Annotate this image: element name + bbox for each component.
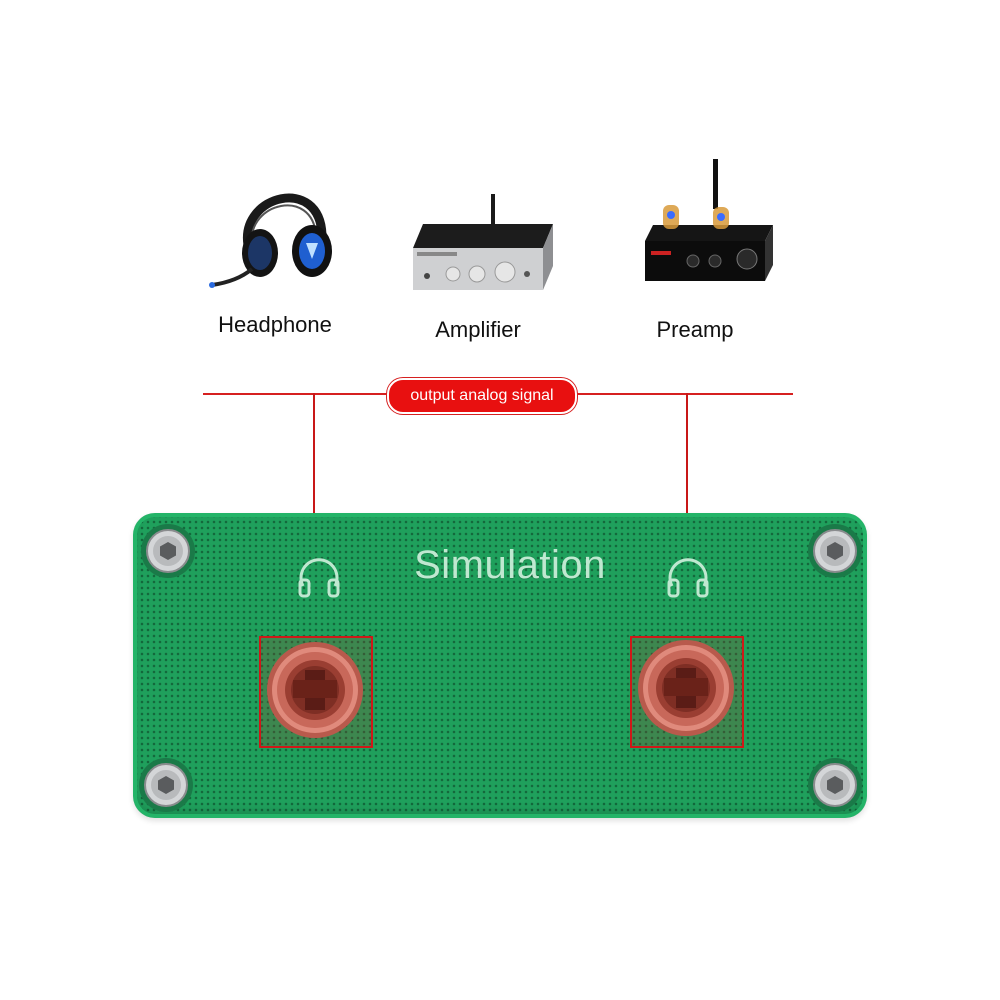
preamp-label: Preamp <box>656 317 734 342</box>
amplifier-image <box>403 178 573 308</box>
screw-bottom-left <box>137 756 195 814</box>
dac-enclosure <box>133 513 867 818</box>
enclosure-label: Simulation <box>414 543 606 587</box>
headphone-label: Headphone <box>218 312 332 337</box>
headphone-image <box>200 165 370 295</box>
hex-screw-icon <box>808 758 862 812</box>
right-output-jack[interactable] <box>636 638 736 738</box>
left-output-jack[interactable] <box>265 640 365 740</box>
amplifier-icon <box>413 194 553 290</box>
preamp-image <box>625 155 795 285</box>
headphone-icon <box>209 193 332 288</box>
hex-screw-icon <box>139 758 193 812</box>
hex-screw-icon <box>808 524 862 578</box>
screw-top-left <box>139 522 197 580</box>
screw-bottom-right <box>806 756 864 814</box>
signal-line-left <box>203 393 389 395</box>
amplifier-label: Amplifier <box>435 317 521 342</box>
screw-top-right <box>806 522 864 580</box>
left-headphone-jack-icon <box>293 546 345 602</box>
quarter-inch-jack-icon <box>267 642 363 738</box>
signal-line-right <box>571 393 793 395</box>
preamp-icon <box>645 159 773 281</box>
hex-screw-icon <box>141 524 195 578</box>
right-headphone-jack-icon <box>662 546 714 602</box>
output-signal-badge: output analog signal <box>387 378 577 414</box>
quarter-inch-jack-icon <box>638 640 734 736</box>
